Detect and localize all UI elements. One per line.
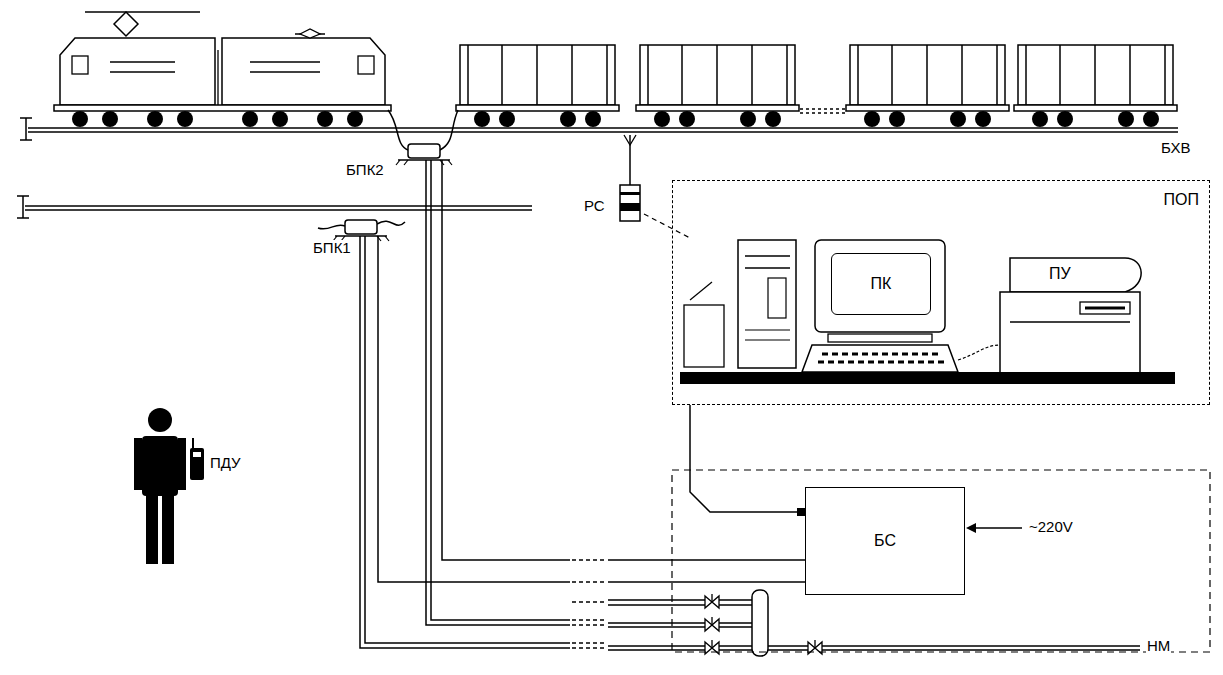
- part-label: ПДУ: [209, 455, 242, 472]
- part-label: БПК2: [345, 162, 385, 179]
- part-label: РС: [583, 198, 606, 215]
- process-box: БС: [805, 487, 965, 595]
- monitor-screen: ПК: [831, 253, 931, 315]
- node-text: ПОП: [1164, 191, 1199, 209]
- supply-label: ~220V: [1028, 519, 1074, 536]
- track-label: БХВ: [1160, 140, 1192, 157]
- part-label: БПК1: [312, 240, 352, 257]
- region-box: ПОП ПК ПУ: [672, 180, 1210, 405]
- node-text: БС: [874, 532, 896, 550]
- cable-connector: [690, 405, 805, 512]
- pipe-label: НМ: [1146, 638, 1171, 655]
- node-text: ПК: [871, 275, 892, 293]
- printer-box: ПУ: [1011, 259, 1121, 291]
- node-text: ПУ: [1049, 265, 1071, 283]
